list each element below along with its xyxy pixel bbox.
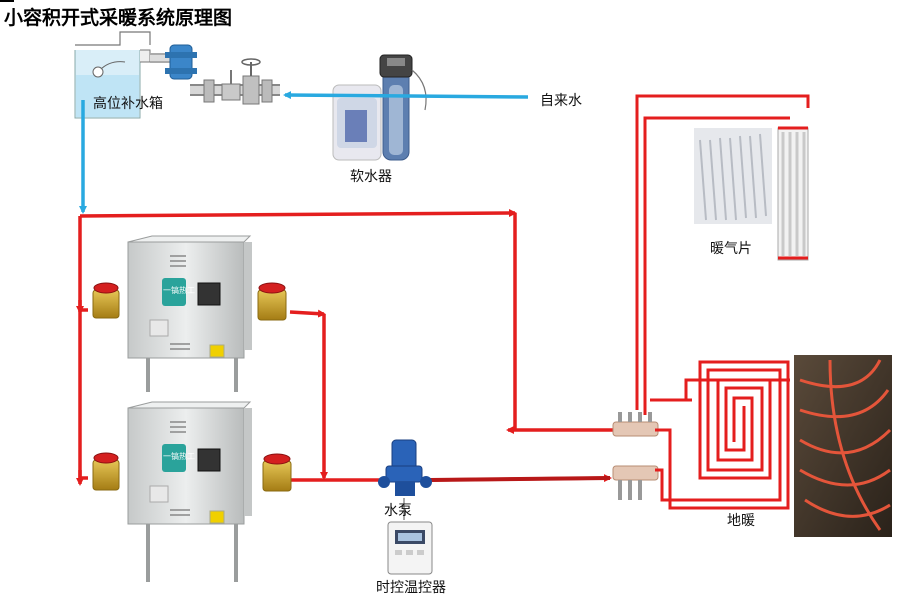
boiler-bottom-badge: 一镐热工 (163, 452, 195, 461)
label-pump: 水泵 (384, 503, 412, 519)
label-floor-heating: 地暖 (727, 513, 755, 529)
valve-top-right (257, 282, 287, 321)
tap-water-line (283, 91, 529, 100)
radiator-image (694, 126, 809, 261)
corner-mark (0, 0, 14, 2)
boiler-top-badge: 一镐热工 (163, 286, 195, 295)
label-tap-water: 自来水 (540, 93, 582, 109)
boiler-top (127, 235, 252, 392)
time-temperature-controller (387, 521, 433, 575)
label-radiator: 暖气片 (710, 241, 752, 257)
label-water-softener: 软水器 (350, 169, 392, 185)
diagram-title: 小容积开式采暖系统原理图 (4, 7, 233, 29)
feed-water-lines (79, 91, 529, 214)
circulation-pump (378, 439, 432, 520)
floor-heating-image (794, 355, 892, 537)
supply-to-manifold (429, 476, 611, 482)
valve-top-left (92, 282, 120, 319)
label-controller: 时控温控器 (376, 580, 446, 596)
label-header-tank: 高位补水箱 (93, 96, 163, 112)
inlet-valve-assembly (165, 44, 280, 105)
floor-heating-spiral (650, 360, 790, 510)
valve-bottom-left (92, 452, 120, 491)
valve-bottom-right (262, 453, 292, 492)
boiler-bottom (127, 401, 252, 582)
floor-manifold (612, 412, 659, 500)
water-softener (332, 54, 427, 161)
